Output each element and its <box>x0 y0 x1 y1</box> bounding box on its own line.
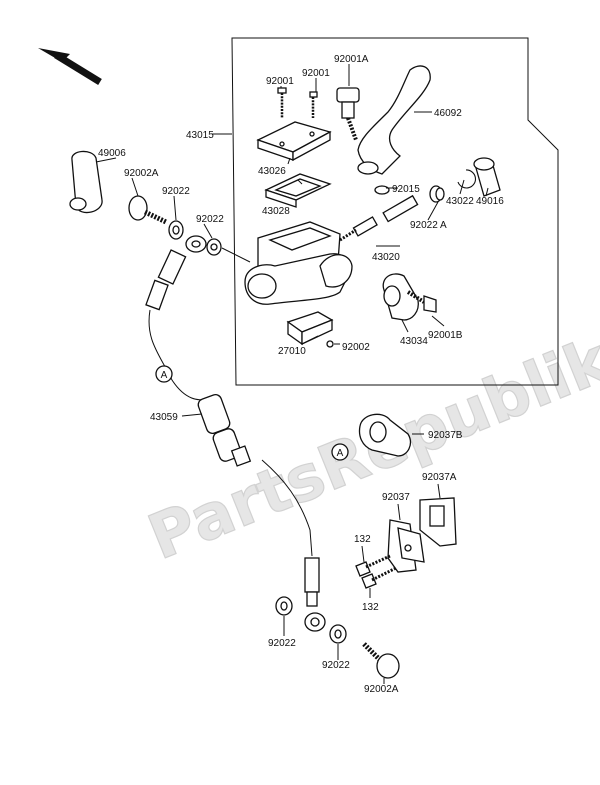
label-43034: 43034 <box>400 336 428 347</box>
label-43026: 43026 <box>258 166 286 177</box>
switch-screw-92002 <box>326 340 334 348</box>
svg-text:A: A <box>337 448 344 459</box>
lever-cover <box>473 157 501 197</box>
hose-lower-fitting <box>304 557 326 632</box>
label-43020: 43020 <box>372 252 400 263</box>
washer-bottom-middle <box>329 624 347 644</box>
piston-assembly <box>339 194 419 242</box>
circlip <box>457 169 477 189</box>
screw-92001-right <box>309 91 318 118</box>
brake-light-switch <box>286 311 334 346</box>
svg-text:A: A <box>161 370 168 381</box>
label-92022-top: 92022 <box>162 186 190 197</box>
label-92002: 92002 <box>342 342 370 353</box>
brake-hose-lower <box>261 459 313 557</box>
clamp-bolt-92001b <box>406 290 437 313</box>
label-92022a: 92022 A <box>410 220 447 231</box>
label-43059: 43059 <box>150 412 178 423</box>
part-labels: 92001A 92001 92001 46092 43015 49006 430… <box>98 54 504 695</box>
washer-bottom-left <box>275 596 293 616</box>
label-43022: 43022 <box>446 196 474 207</box>
brake-lever <box>357 65 431 195</box>
washer-middle <box>206 238 222 256</box>
label-92037b: 92037B <box>428 430 463 441</box>
bracket-92037 <box>387 519 425 573</box>
label-92002a-top: 92002A <box>124 168 159 179</box>
label-92022-bottom-left: 92022 <box>268 638 296 649</box>
pivot-bolt-92001a <box>336 87 360 141</box>
label-92002a-bottom: 92002A <box>364 684 399 695</box>
label-49006: 49006 <box>98 148 126 159</box>
label-92001a: 92001A <box>334 54 369 65</box>
banjo-bolt-bottom <box>362 642 400 679</box>
brake-hose <box>148 309 207 401</box>
label-92001-right: 92001 <box>302 68 330 79</box>
label-49016: 49016 <box>476 196 504 207</box>
hose-upper-fitting <box>145 235 207 311</box>
label-46092: 46092 <box>434 108 462 119</box>
banjo-cover-49006 <box>69 150 103 214</box>
label-92022: 92022 <box>196 214 224 225</box>
label-92015: 92015 <box>392 184 420 195</box>
banjo-bolt-top <box>128 195 168 225</box>
label-43015: 43015 <box>186 130 214 141</box>
label-43028: 43028 <box>262 206 290 217</box>
label-27010: 27010 <box>278 346 306 357</box>
label-92037a: 92037A <box>422 472 457 483</box>
screw-92001-left <box>277 87 287 118</box>
callout-marker-hose: A <box>155 365 173 383</box>
label-92001b: 92001B <box>428 330 463 341</box>
hose-clamp-92037b <box>358 413 412 457</box>
assembly-outline <box>231 37 559 386</box>
master-cylinder-body <box>244 221 353 305</box>
label-92022-bottom-middle: 92022 <box>322 660 350 671</box>
handlebar-clamp <box>382 273 419 321</box>
diaphragm <box>264 173 332 208</box>
washer-top <box>168 220 184 240</box>
label-92001-left: 92001 <box>266 76 294 87</box>
label-132-top: 132 <box>354 534 371 545</box>
bolt-132-top <box>355 554 391 577</box>
direction-arrow-icon <box>38 48 102 85</box>
leader-lines <box>95 64 489 684</box>
dust-boot <box>429 185 445 203</box>
callout-marker-clamp: A <box>331 443 349 461</box>
hose-grommet <box>197 394 252 467</box>
bolt-132-bottom <box>361 566 397 589</box>
bracket-92037a <box>419 497 457 547</box>
label-92037: 92037 <box>382 492 410 503</box>
reservoir-cap <box>256 121 332 162</box>
label-132-bottom: 132 <box>362 602 379 613</box>
